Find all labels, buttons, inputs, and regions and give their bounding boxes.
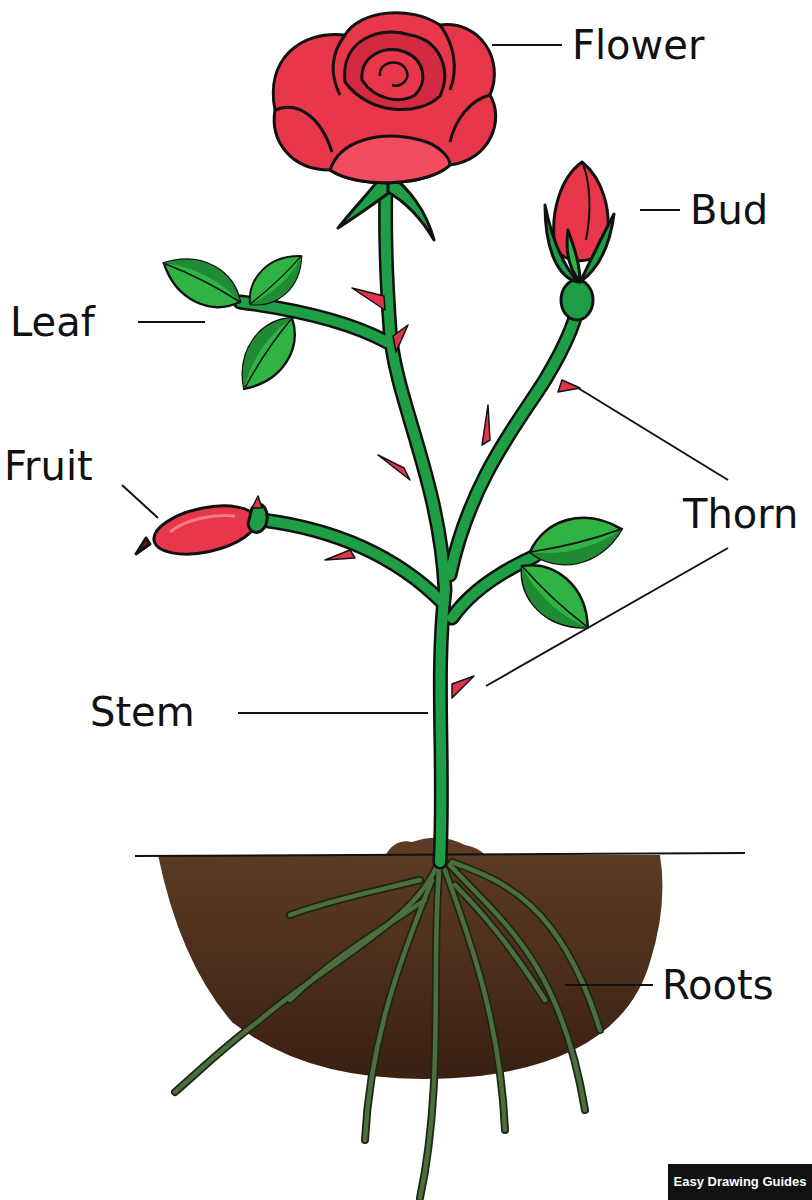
watermark-badge — [668, 1164, 812, 1200]
leaves — [155, 244, 627, 643]
leaf — [155, 245, 249, 319]
rose-bud — [545, 162, 614, 320]
leader-line — [578, 388, 728, 480]
leader-line — [238, 712, 428, 714]
leader-lines — [122, 45, 728, 985]
leaf — [525, 508, 627, 574]
leaf — [239, 244, 313, 316]
part-name: Fruit — [4, 442, 93, 490]
rose-hip — [136, 496, 267, 562]
part-name: Leaf — [10, 298, 95, 346]
leader-line — [640, 209, 680, 211]
leaf — [228, 307, 309, 400]
part-name: Thorn — [683, 490, 798, 538]
part-name: Roots — [662, 961, 773, 1009]
leader-line — [492, 44, 562, 46]
part-name: Flower — [572, 21, 704, 69]
leader-line — [122, 485, 158, 518]
leader-line — [565, 984, 653, 986]
rose-flower — [273, 13, 495, 240]
part-name: Bud — [690, 186, 768, 234]
leader-line — [486, 548, 728, 686]
roots — [175, 858, 600, 1198]
leader-line — [138, 321, 205, 323]
part-name: Stem — [90, 688, 195, 736]
watermark: Easy Drawing Guides — [674, 1174, 807, 1190]
thorns — [325, 288, 580, 698]
